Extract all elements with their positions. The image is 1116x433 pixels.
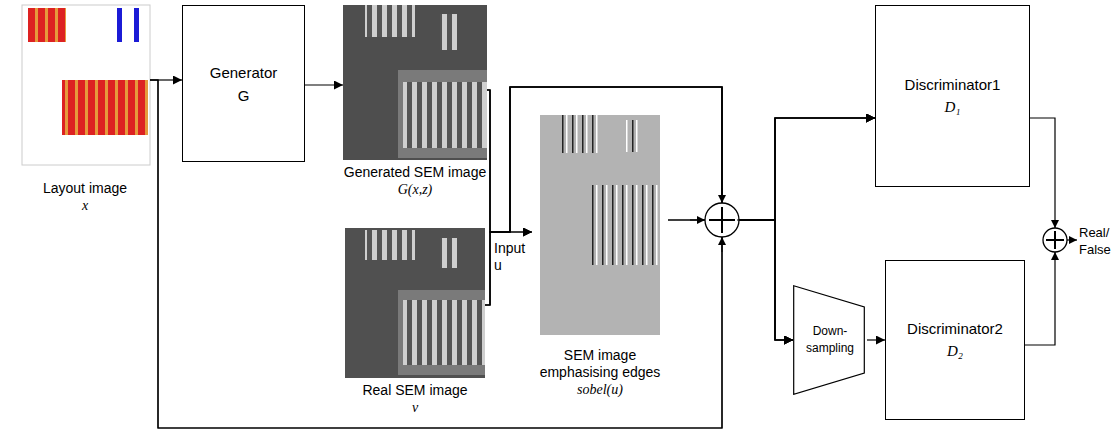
sum-junction: [1043, 228, 1067, 252]
trapezoid-block: Down- sampling: [793, 285, 867, 395]
layout-bar: [117, 8, 122, 42]
layout-pattern: [28, 8, 66, 42]
node-symbol: G: [238, 87, 250, 104]
layout-bar: [134, 8, 139, 42]
connector: [485, 87, 793, 340]
node-title: Layout image: [43, 180, 127, 197]
plus-sign: [1046, 231, 1064, 249]
sem-lines: [365, 5, 415, 37]
connector: [487, 87, 875, 232]
process-box: Discriminator2D₂: [885, 260, 1025, 420]
sem-lines: [440, 238, 457, 268]
connector: [668, 220, 793, 340]
sobel-image: [540, 115, 660, 335]
connector: [668, 118, 875, 220]
connector: [867, 339, 885, 340]
discriminator-output: [1030, 118, 1055, 228]
node-symbol: x: [82, 197, 88, 214]
node-title: Discriminator2: [907, 320, 1003, 337]
sem-lines: [403, 82, 487, 148]
trapezoid-shape: [794, 286, 865, 395]
connector: [305, 84, 343, 85]
process-box: Discriminator1D₁: [875, 5, 1030, 187]
junction-input: [722, 237, 723, 252]
sum-junction: [705, 203, 739, 237]
sem-frame: [398, 70, 487, 158]
sem-lines: [403, 300, 485, 365]
annotation-label: Input u: [494, 240, 532, 274]
node-title: Real SEM image: [362, 382, 467, 399]
sem-frame: [398, 290, 485, 375]
image-node: Generated SEM imageG(x,z): [343, 5, 487, 200]
discriminator-output: [1025, 252, 1055, 345]
node-title: Generated SEM image: [344, 164, 486, 181]
image-node: Real SEM imagev: [345, 228, 485, 418]
layout-image: [22, 5, 150, 165]
connector: [485, 87, 875, 305]
sobel-lines: [560, 115, 602, 153]
sem-lines: [440, 14, 457, 50]
node-symbol: sobel(u): [577, 381, 623, 398]
trapezoid-outline: [793, 285, 865, 395]
node-title: SEM image emphasising edges: [532, 347, 668, 381]
connector: [485, 232, 532, 305]
junction-output: [737, 219, 775, 220]
sem-lines: [365, 230, 415, 260]
image-node: SEM image emphasising edgessobel(u): [532, 115, 668, 400]
annotation-label: Real/ False: [1079, 224, 1113, 258]
node-symbol: D₂: [947, 343, 963, 360]
junction-input: [690, 220, 705, 221]
node-title: Down- sampling: [801, 323, 859, 357]
connector: [487, 87, 793, 340]
node-symbol: v: [412, 399, 418, 416]
node-symbol: G(x,z): [398, 181, 433, 198]
sem-image: [343, 5, 487, 160]
junction-input: [722, 188, 723, 203]
node-title: Discriminator1: [905, 76, 1001, 93]
image-node: Layout imagex: [20, 5, 150, 220]
sem-image: [345, 228, 485, 378]
sobel-lines: [625, 120, 640, 152]
node-title: Generator: [210, 64, 278, 81]
layout-pattern: [62, 80, 148, 135]
node-symbol: D₁: [944, 99, 960, 116]
process-box: GeneratorG: [182, 5, 305, 162]
plus-sign: [709, 207, 735, 233]
sobel-lines: [588, 185, 660, 265]
result-arrow: [1067, 239, 1077, 240]
